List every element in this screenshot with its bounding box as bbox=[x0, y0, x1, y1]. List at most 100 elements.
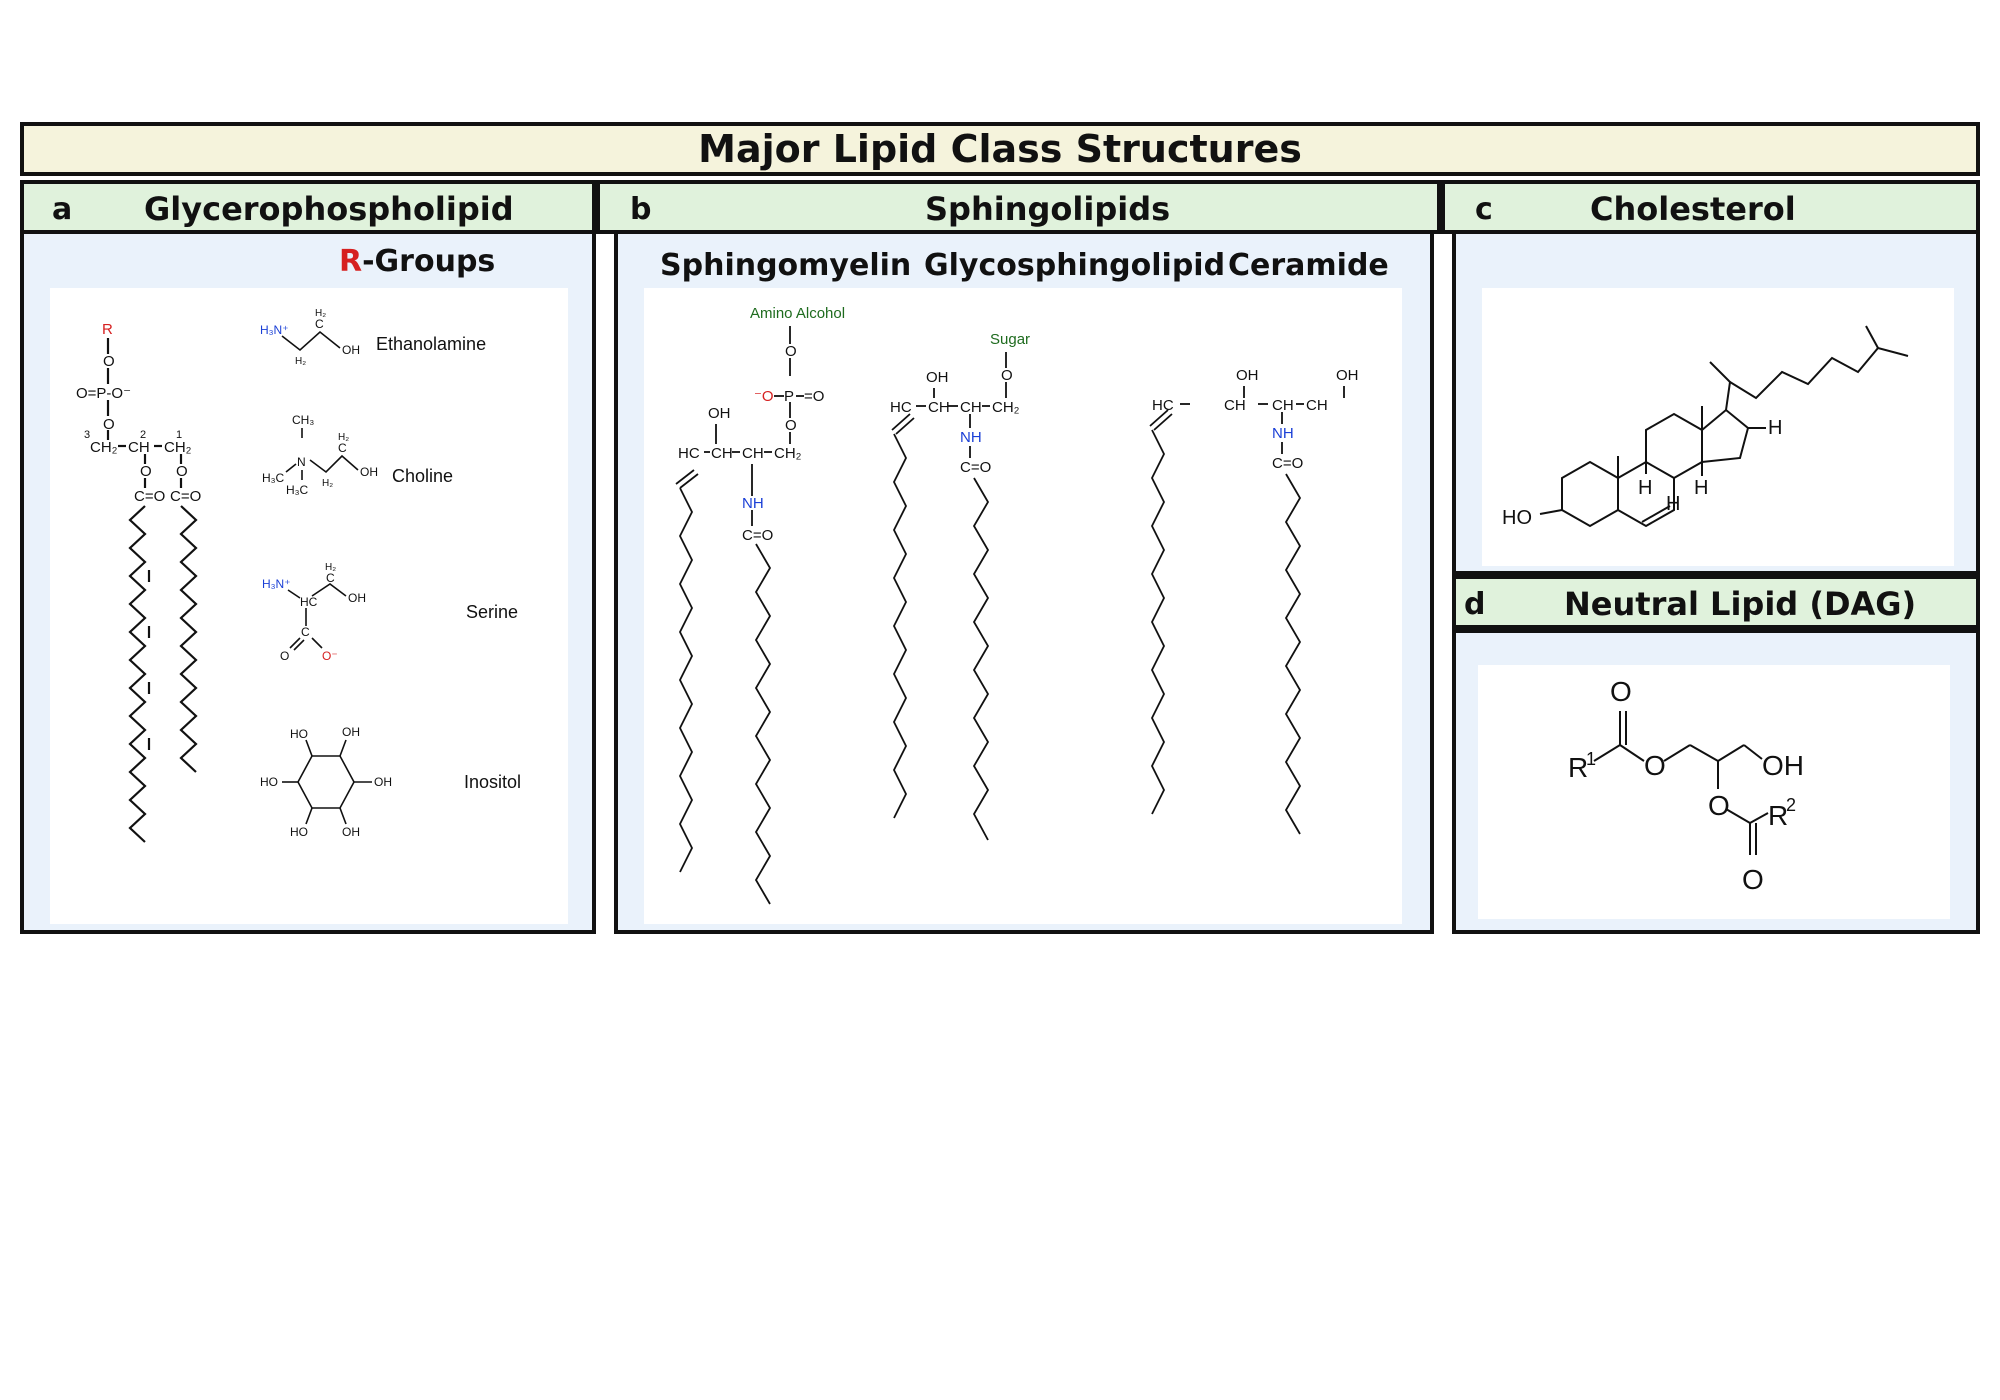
gs-ch-2: CH bbox=[960, 399, 982, 416]
choline-n: N bbox=[297, 455, 306, 469]
carbon-number-2: 2 bbox=[140, 429, 146, 441]
inositol-ho-1: HO bbox=[290, 727, 308, 741]
sm-ch-1: CH bbox=[711, 445, 733, 462]
ethanolamine-h2a: H₂ bbox=[295, 356, 306, 367]
dag-carbonyl-o-1: O bbox=[1610, 676, 1632, 707]
sm-phosphoryl-oxygen: =O bbox=[804, 388, 824, 405]
cer-ch-1: CH bbox=[1224, 397, 1246, 414]
choline-ch3-bottom: H₃C bbox=[286, 483, 309, 497]
panel-letter-c: c bbox=[1475, 192, 1493, 227]
dag-carbonyl-o-2: O bbox=[1742, 864, 1764, 895]
ester-oxygen-sn1: O bbox=[176, 463, 188, 480]
ester-oxygen: O bbox=[103, 353, 115, 370]
sm-hc: HC bbox=[678, 445, 700, 462]
rgroups-heading: R-Groups bbox=[339, 244, 495, 279]
gs-ch2: CH₂ bbox=[992, 399, 1020, 416]
sm-oxygen-top: O bbox=[785, 343, 797, 360]
serine-structure: H₃N⁺ HC H₂ C OH C O O⁻ Serine bbox=[262, 562, 518, 663]
panel-title-neutral-lipid: Neutral Lipid (DAG) bbox=[1564, 585, 1917, 623]
panel-c-canvas: HO H H H H bbox=[1482, 288, 1954, 566]
sm-amide-nh: NH bbox=[742, 495, 764, 512]
serine-c: C bbox=[326, 571, 335, 585]
cer-hydroxyl-1: OH bbox=[1236, 367, 1259, 384]
panel-d: O R 1 O OH O R 2 O bbox=[1452, 629, 1980, 934]
choline-oh: OH bbox=[360, 465, 378, 479]
sphingolipid-structures: Amino Alcohol O ⁻O P =O O OH HC CH CH CH… bbox=[675, 305, 1359, 905]
page-title: Major Lipid Class Structures bbox=[698, 127, 1302, 171]
ethanolamine-amine: H₃N⁺ bbox=[260, 323, 289, 337]
panel-title-glycerophospholipid: Glycerophospholipid bbox=[144, 190, 514, 228]
inositol-ho-5: HO bbox=[290, 825, 308, 839]
dag-ester-o-1: O bbox=[1644, 750, 1666, 781]
panel-letter-d: d bbox=[1464, 587, 1486, 622]
serine-h2: H₂ bbox=[325, 562, 336, 573]
dag-r1: R bbox=[1568, 752, 1588, 783]
rgroups-r: R bbox=[339, 244, 363, 279]
cer-ch-2: CH bbox=[1272, 397, 1294, 414]
panel-b-canvas: Amino Alcohol O ⁻O P =O O OH HC CH CH CH… bbox=[644, 288, 1402, 924]
ceramide-structure: OH OH HC CH CH CH NH C=O bbox=[1149, 367, 1359, 835]
gs-hc: HC bbox=[890, 399, 912, 416]
ethanolamine-structure: H₃N⁺ H₂ C H₂ OH Ethanolamine bbox=[260, 308, 486, 367]
inositol-oh-6: OH bbox=[342, 825, 360, 839]
cer-amide-nh: NH bbox=[1272, 425, 1294, 442]
dag-r2-superscript: 2 bbox=[1786, 795, 1796, 815]
phosphoester-oxygen: O bbox=[103, 416, 115, 433]
header-d: d Neutral Lipid (DAG) bbox=[1452, 575, 1980, 629]
ethanolamine-h2b: H₂ bbox=[315, 308, 326, 319]
serine-carboxyl-c: C bbox=[301, 625, 310, 639]
panel-letter-a: a bbox=[52, 192, 73, 227]
choline-structure: CH₃ H₃C N H₃C H₂ C H₂ OH Choline bbox=[262, 413, 453, 497]
glycerol-ch: CH bbox=[128, 439, 150, 456]
cholesterol-h-3: H bbox=[1694, 477, 1708, 499]
dag-r1-superscript: 1 bbox=[1586, 749, 1596, 769]
glycerophospholipid-structure: R O O=P-O⁻ O 3 2 1 CH₂ CH CH₂ O O C=O C=… bbox=[76, 308, 521, 843]
sm-phosphorus: P bbox=[784, 388, 794, 405]
header-b: b Sphingolipids bbox=[596, 180, 1441, 234]
gs-amide-nh: NH bbox=[960, 429, 982, 446]
sm-hydroxyl: OH bbox=[708, 405, 731, 422]
dag-r2: R bbox=[1768, 800, 1788, 831]
gs-carbonyl: C=O bbox=[960, 459, 991, 476]
glycosphingolipid-structure: Sugar O OH HC CH CH CH₂ NH C=O bbox=[890, 331, 1030, 841]
panel-title-cholesterol: Cholesterol bbox=[1590, 190, 1796, 228]
rgroup-name-choline: Choline bbox=[392, 466, 453, 486]
serine-oh: OH bbox=[348, 591, 366, 605]
cer-hydroxyl-2: OH bbox=[1336, 367, 1359, 384]
carbonyl-sn1: C=O bbox=[170, 488, 201, 505]
cholesterol-h-1: H bbox=[1638, 477, 1652, 499]
gs-ch-1: CH bbox=[928, 399, 950, 416]
panel-a-canvas: R O O=P-O⁻ O 3 2 1 CH₂ CH CH₂ O O C=O C=… bbox=[50, 288, 568, 924]
choline-ch3-left: H₃C bbox=[262, 471, 285, 485]
glycerol-ch2-1: CH₂ bbox=[164, 439, 192, 456]
panel-letter-b: b bbox=[630, 192, 652, 227]
inositol-oh-4: OH bbox=[374, 775, 392, 789]
subtitle-ceramide: Ceramide bbox=[1228, 248, 1389, 283]
choline-c: C bbox=[338, 441, 347, 455]
cholesterol-structure: HO H H H H bbox=[1502, 325, 1909, 529]
cer-carbonyl: C=O bbox=[1272, 455, 1303, 472]
subtitle-glycosphingolipid: Glycosphingolipid bbox=[924, 248, 1226, 283]
serine-hc: HC bbox=[300, 595, 318, 609]
sm-head-group: Amino Alcohol bbox=[750, 305, 845, 322]
rgroups-label: -Groups bbox=[362, 244, 496, 279]
phosphate-group: O=P-O⁻ bbox=[76, 385, 131, 402]
cer-hc: HC bbox=[1152, 397, 1174, 414]
ethanolamine-c: C bbox=[315, 317, 324, 331]
serine-carboxylate-o: O⁻ bbox=[322, 649, 338, 663]
inositol-structure: HO OH HO OH HO OH Inositol bbox=[260, 725, 521, 839]
rgroup-name-ethanolamine: Ethanolamine bbox=[376, 334, 486, 354]
dag-structure: O R 1 O OH O R 2 O bbox=[1568, 676, 1804, 895]
ethanolamine-oh: OH bbox=[342, 343, 360, 357]
gs-glycosidic-oxygen: O bbox=[1001, 367, 1013, 384]
panel-d-canvas: O R 1 O OH O R 2 O bbox=[1478, 665, 1950, 919]
header-a: a Glycerophospholipid bbox=[20, 180, 596, 234]
sm-phosphate-oxygen: ⁻O bbox=[754, 388, 774, 405]
dag-hydroxyl: OH bbox=[1762, 750, 1804, 781]
sm-carbonyl: C=O bbox=[742, 527, 773, 544]
cer-ch-3: CH bbox=[1306, 397, 1328, 414]
choline-h2b: H₂ bbox=[338, 432, 349, 443]
cholesterol-h-2: H bbox=[1666, 493, 1680, 515]
inositol-ho-3: HO bbox=[260, 775, 278, 789]
serine-carbonyl-o: O bbox=[280, 649, 289, 663]
